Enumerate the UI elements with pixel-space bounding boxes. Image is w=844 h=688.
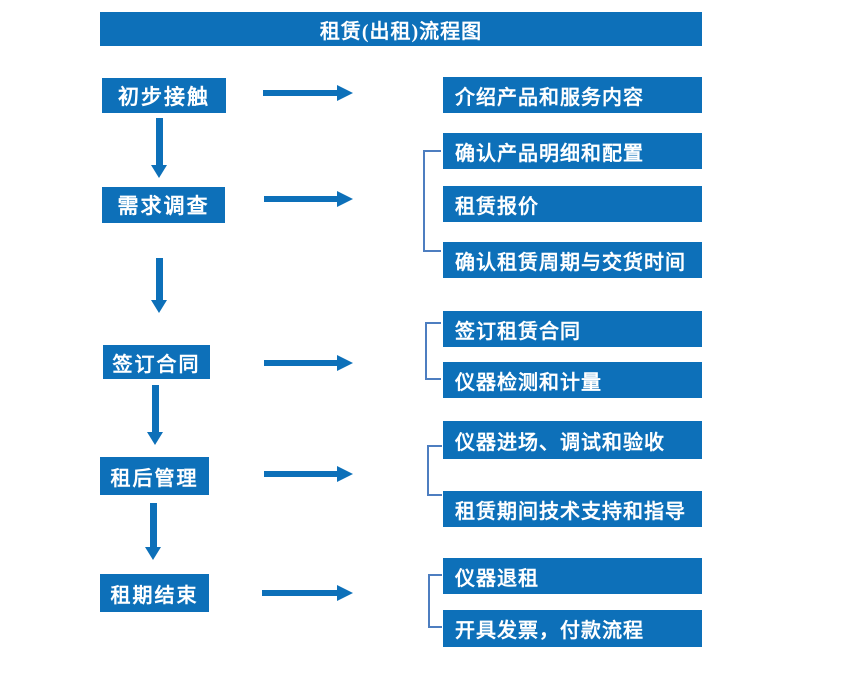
detail-box-rental-quote: 租赁报价 [443, 186, 702, 222]
detail-box-confirm-period-delivery: 确认租赁周期与交货时间 [443, 242, 702, 278]
right-arrow-3 [264, 355, 353, 371]
down-arrow-2 [151, 258, 167, 313]
arrow-shaft [155, 118, 163, 165]
arrow-head [337, 191, 353, 207]
arrow-head [337, 355, 353, 371]
step-box-lease-end: 租期结束 [100, 574, 209, 612]
detail-box-invoice-payment: 开具发票，付款流程 [443, 610, 702, 647]
step-box-demand-survey: 需求调查 [102, 187, 225, 223]
arrow-head [145, 547, 161, 560]
detail-box-confirm-product-config: 确认产品明细和配置 [443, 133, 702, 169]
flowchart-title-bar: 租赁(出租)流程图 [100, 12, 702, 46]
arrow-head [337, 466, 353, 482]
right-arrow-4 [264, 466, 353, 482]
right-arrow-5 [262, 585, 353, 601]
down-arrow-4 [145, 503, 161, 560]
down-arrow-3 [147, 385, 163, 445]
arrow-head [151, 165, 167, 178]
arrow-shaft [151, 385, 159, 432]
arrow-head [337, 585, 353, 601]
arrow-shaft [149, 503, 157, 547]
right-arrow-2 [264, 191, 353, 207]
right-arrow-1 [263, 85, 353, 101]
arrow-shaft [262, 590, 337, 596]
bracket-connector-2 [425, 322, 441, 380]
bracket-connector-1 [423, 150, 441, 252]
arrow-shaft [264, 471, 337, 477]
detail-box-introduce-products: 介绍产品和服务内容 [443, 77, 702, 113]
step-box-post-rental-management: 租后管理 [100, 457, 209, 495]
arrow-shaft [155, 258, 163, 300]
detail-box-instrument-setup-acceptance: 仪器进场、调试和验收 [443, 421, 702, 459]
detail-box-instrument-return: 仪器退租 [443, 558, 702, 594]
arrow-shaft [264, 196, 337, 202]
flowchart-title: 租赁(出租)流程图 [319, 20, 483, 43]
arrow-head [337, 85, 353, 101]
step-box-initial-contact: 初步接触 [102, 78, 226, 113]
detail-box-tech-support: 租赁期间技术支持和指导 [443, 491, 702, 527]
arrow-head [147, 432, 163, 445]
arrow-shaft [264, 360, 337, 366]
detail-box-instrument-test-metering: 仪器检测和计量 [443, 362, 702, 398]
detail-box-sign-rental-contract: 签订租赁合同 [443, 311, 702, 347]
bracket-connector-4 [428, 574, 442, 628]
step-box-sign-contract: 签订合同 [103, 345, 210, 379]
down-arrow-1 [151, 118, 167, 178]
bracket-connector-3 [427, 445, 442, 496]
arrow-shaft [263, 90, 337, 96]
arrow-head [151, 300, 167, 313]
